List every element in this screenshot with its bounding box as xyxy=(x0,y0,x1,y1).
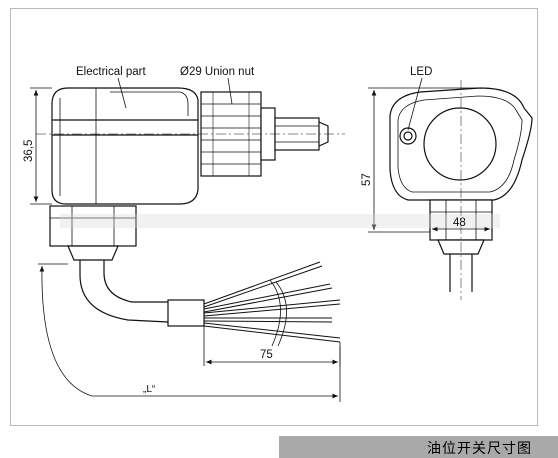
electrical-part-label: Electrical part xyxy=(76,66,146,78)
bent-cable xyxy=(79,260,205,327)
wire-ends xyxy=(203,261,341,347)
wire-length-dim: 75 xyxy=(260,349,273,361)
dimension-lines xyxy=(30,77,493,402)
drawing-frame xyxy=(10,8,538,426)
caption-bar: 油位开关尺寸图 xyxy=(279,436,558,458)
height-right-dim: 57 xyxy=(361,173,373,186)
width-right-dim: 48 xyxy=(453,217,466,229)
watermark-band xyxy=(60,214,500,228)
caption-text: 油位开关尺寸图 xyxy=(427,441,532,457)
led-label: LED xyxy=(410,66,432,78)
height-left-dim: 36,5 xyxy=(23,140,35,162)
front-view xyxy=(389,80,533,300)
union-nut-label: Ø29 Union nut xyxy=(180,66,255,78)
cable-gland xyxy=(49,205,137,261)
electrical-part-housing xyxy=(51,87,199,205)
cable-length-dim: „L“ xyxy=(143,384,155,395)
